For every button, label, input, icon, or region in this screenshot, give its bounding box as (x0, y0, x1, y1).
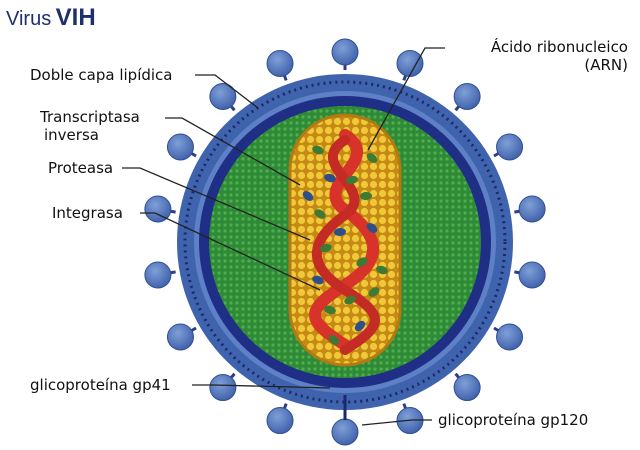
gp120-knob (497, 134, 523, 160)
page-title: Virus VIH (6, 4, 96, 32)
gp120-knob (332, 419, 358, 445)
label-rna-line2: (ARN) (491, 56, 628, 74)
gp120-knob (454, 375, 480, 401)
label-rna-line1: Ácido ribonucleico (491, 38, 628, 56)
label-protease: Proteasa (48, 159, 113, 177)
gp120-knob (497, 324, 523, 350)
gp120-knob (145, 262, 171, 288)
gp120-knob (397, 50, 423, 76)
title-prefix: Virus (6, 8, 51, 30)
label-gp41: glicoproteína gp41 (30, 376, 171, 394)
label-lipid-bilayer: Doble capa lipídica (30, 66, 173, 84)
gp120-knob (519, 262, 545, 288)
gp120-knob (267, 50, 293, 76)
gp120-knob (167, 134, 193, 160)
label-rna: Ácido ribonucleico (ARN) (491, 38, 628, 74)
gp120-knob (167, 324, 193, 350)
gp120-knob (519, 196, 545, 222)
label-gp120: glicoproteína gp120 (438, 411, 588, 429)
gp120-knob (332, 39, 358, 65)
label-reverse-transcriptase-line2: inversa (40, 126, 140, 144)
gp120-knob (267, 408, 293, 434)
capsid (290, 115, 400, 365)
gp120-knob (210, 375, 236, 401)
label-reverse-transcriptase: Transcriptasa inversa (40, 108, 140, 144)
title-emphasis: VIH (56, 4, 96, 31)
gp120-knob (454, 83, 480, 109)
label-integrase: Integrasa (52, 204, 123, 222)
label-reverse-transcriptase-line1: Transcriptasa (40, 108, 140, 126)
